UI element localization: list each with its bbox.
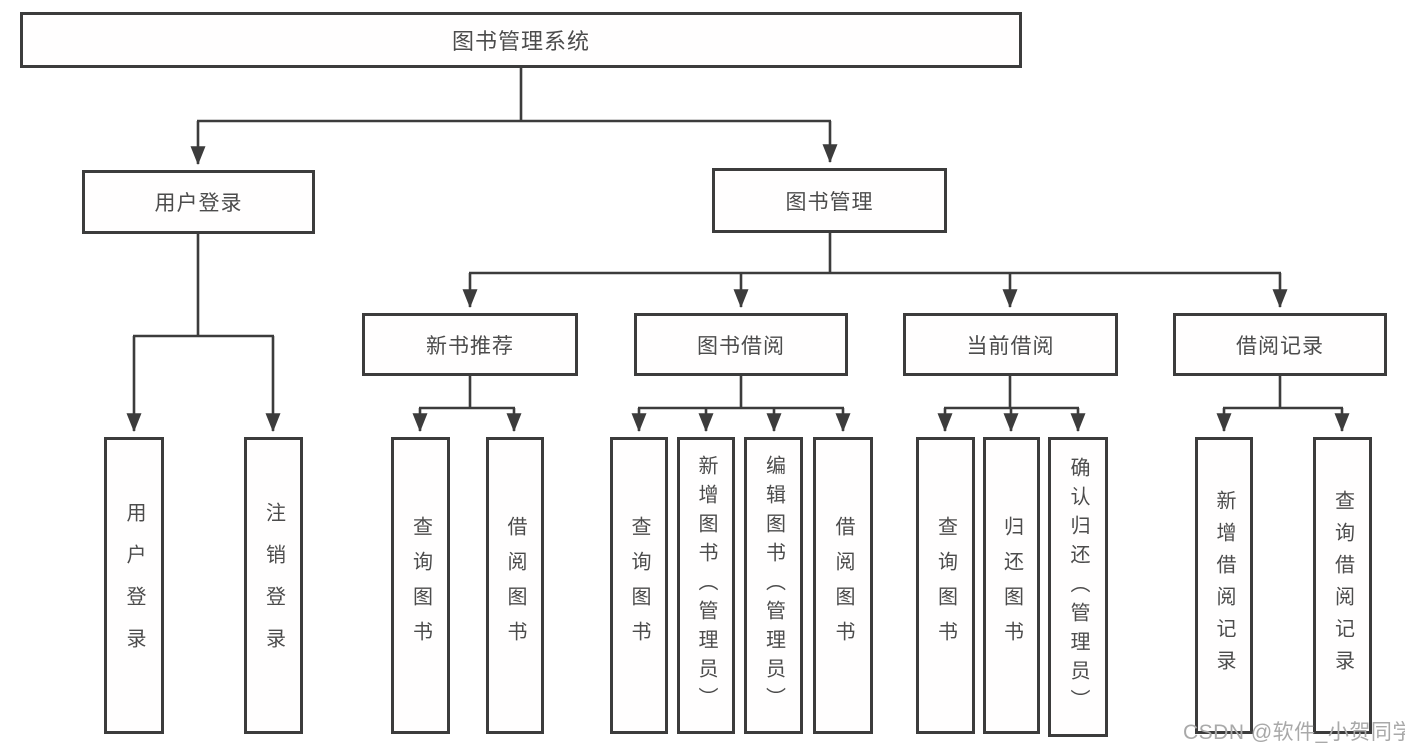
leaf-query-book-1-label: 查询图书 [409, 515, 432, 656]
leaf-query-borrow-record: 查询借阅记录 [1313, 437, 1372, 734]
connector-records-to-leaves [1216, 376, 1350, 432]
leaf-query-book-2: 查询图书 [610, 437, 668, 734]
connector-newbook-to-leaves [412, 376, 522, 432]
leaf-add-borrow-record: 新增借阅记录 [1195, 437, 1253, 734]
leaf-borrow-book-1-label: 借阅图书 [504, 515, 526, 656]
leaf-edit-book-admin: 编辑图书（管理员） [744, 437, 803, 734]
leaf-query-borrow-record-label: 查询借阅记录 [1331, 489, 1354, 682]
node-book-management-label: 图书管理 [785, 190, 874, 214]
leaf-query-book-3: 查询图书 [916, 437, 975, 734]
leaf-query-book-3-label: 查询图书 [934, 515, 957, 656]
node-book-management: 图书管理 [712, 168, 947, 233]
connector-login-to-leaves [126, 234, 281, 432]
leaf-add-book-admin-label: 新增图书（管理员） [695, 455, 717, 716]
node-new-book-recommend-label: 新书推荐 [426, 334, 514, 358]
node-book-borrowing: 图书借阅 [634, 313, 848, 376]
leaf-borrow-book-1: 借阅图书 [486, 437, 544, 734]
node-library-system: 图书管理系统 [20, 12, 1022, 68]
node-book-borrowing-label: 图书借阅 [697, 334, 785, 358]
leaf-user-login-label: 用户登录 [123, 501, 145, 670]
leaf-confirm-return-admin: 确认归还（管理员） [1048, 437, 1108, 737]
leaf-add-book-admin: 新增图书（管理员） [677, 437, 735, 734]
leaf-return-book: 归还图书 [983, 437, 1040, 734]
leaf-logout: 注销登录 [244, 437, 303, 734]
node-borrowing-records: 借阅记录 [1173, 313, 1387, 376]
node-current-borrowing-label: 当前借阅 [966, 334, 1055, 358]
node-user-login-branch-label: 用户登录 [154, 192, 243, 215]
node-library-system-label: 图书管理系统 [451, 29, 590, 54]
connector-root-to-level2 [190, 68, 838, 165]
connector-borrowing-to-leaves [631, 376, 851, 432]
csdn-watermark: CSDN @软件_小贺同学 [1183, 721, 1405, 744]
leaf-borrow-book-2: 借阅图书 [813, 437, 873, 734]
leaf-confirm-return-admin-label: 确认归还（管理员） [1067, 456, 1089, 718]
leaf-query-book-1: 查询图书 [391, 437, 450, 734]
leaf-logout-label: 注销登录 [262, 501, 285, 670]
connector-current-to-leaves [937, 376, 1086, 432]
leaf-borrow-book-2-label: 借阅图书 [832, 515, 854, 656]
node-borrowing-records-label: 借阅记录 [1236, 334, 1324, 358]
node-new-book-recommend: 新书推荐 [362, 313, 578, 376]
node-user-login-branch: 用户登录 [82, 170, 315, 234]
node-current-borrowing: 当前借阅 [903, 313, 1118, 376]
leaf-query-book-2-label: 查询图书 [628, 515, 650, 656]
leaf-add-borrow-record-label: 新增借阅记录 [1213, 489, 1235, 682]
connector-management-to-level3 [462, 233, 1288, 308]
leaf-user-login: 用户登录 [104, 437, 164, 734]
leaf-edit-book-admin-label: 编辑图书（管理员） [762, 455, 785, 716]
leaf-return-book-label: 归还图书 [1000, 515, 1023, 656]
